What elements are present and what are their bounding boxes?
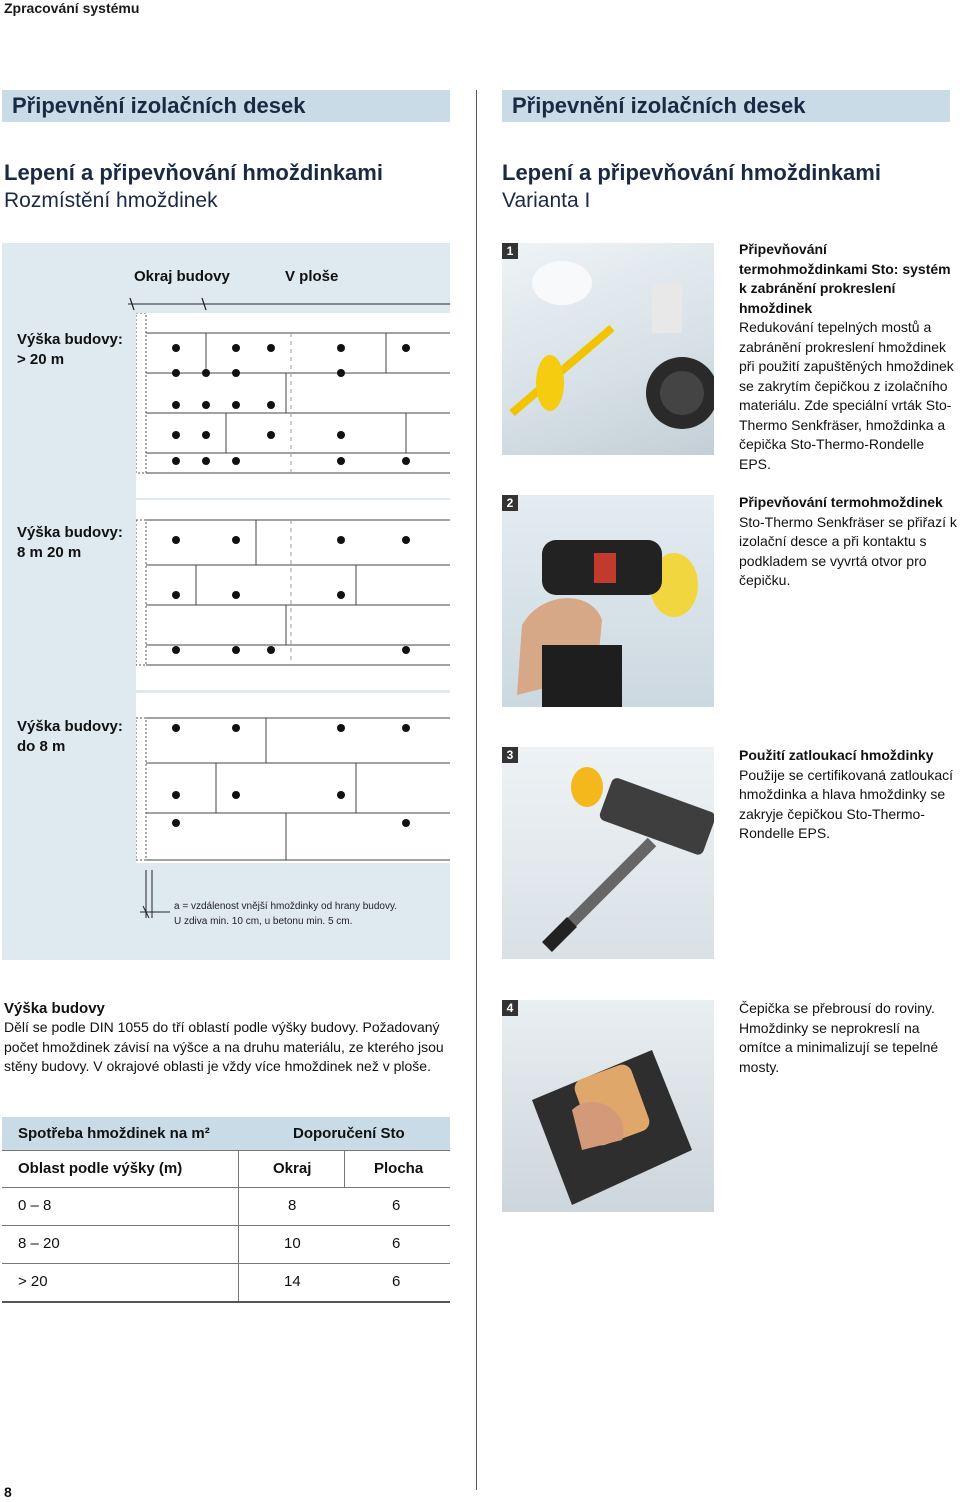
right-title: Lepení a připevňování hmoždinkami	[502, 160, 881, 185]
dowel-diagram-8-20m	[136, 500, 450, 690]
dowel-consumption-table: Spotřeba hmoždinek na m² Doporučení Sto …	[2, 1117, 450, 1303]
step4-text: Čepička se přebrousí do roviny. Hmoždink…	[739, 1000, 939, 1075]
table-row: 0 – 8 8 6	[2, 1188, 450, 1226]
dowel-diagram-over-20m	[136, 313, 450, 498]
row1-label-line2: > 20 m	[17, 351, 65, 368]
running-head: Zpracování systému	[4, 0, 140, 16]
table-cell-area: 6	[392, 1235, 401, 1252]
row1-label-line1: Výška budovy:	[17, 331, 123, 348]
step1-photo	[502, 243, 714, 455]
step1-caption: Připevňování termohmoždinkami Sto: systé…	[739, 240, 957, 474]
step4-photo	[502, 1000, 714, 1212]
step2-caption: Připevňování termohmoždinek Sto-Thermo S…	[739, 493, 957, 591]
table-cell-zone: 0 – 8	[18, 1197, 52, 1214]
col-edge-header: Okraj budovy	[134, 268, 230, 285]
distance-note-line1: a = vzdálenost vnější hmoždinky od hrany…	[174, 901, 397, 912]
step3-title: Použití zatloukací hmoždinky	[739, 747, 934, 763]
row3-label-line2: do 8 m	[17, 738, 66, 755]
table-cell-edge: 14	[284, 1273, 301, 1290]
edge-dimension-line	[128, 297, 450, 311]
table-header-recommendation: Doporučení Sto	[293, 1125, 405, 1142]
row2-label-line1: Výška budovy:	[17, 524, 123, 541]
step2-text: Sto-Thermo Senkfräser se přiřazí k izola…	[739, 513, 957, 589]
table-cell-area: 6	[392, 1273, 401, 1290]
table-col-edge: Okraj	[273, 1160, 312, 1177]
row3-label-line1: Výška budovy:	[17, 718, 123, 735]
right-subtitle: Varianta I	[502, 189, 591, 212]
step2-title: Připevňování termohmoždinek	[739, 494, 943, 510]
left-banner: Připevnění izolačních desek	[2, 90, 450, 122]
step1-title: Připevňování termohmoždinkami Sto: systé…	[739, 241, 951, 316]
step1-number: 1	[502, 243, 518, 259]
table-col-zone: Oblast podle výšky (m)	[18, 1160, 183, 1177]
distance-note-line2: U zdiva min. 10 cm, u betonu min. 5 cm.	[174, 916, 353, 927]
left-subtitle: Rozmístění hmoždinek	[4, 189, 218, 212]
left-title: Lepení a připevňování hmoždinkami	[4, 160, 383, 185]
table-col-area: Plocha	[374, 1160, 424, 1177]
table-cell-edge: 10	[284, 1235, 301, 1252]
step1-text: Redukování tepelných mostů a zabránění p…	[739, 319, 954, 472]
distance-a-marker	[140, 870, 170, 919]
table-row: > 20 14 6	[2, 1264, 450, 1303]
step3-caption: Použití zatloukací hmoždinky Použije se …	[739, 746, 957, 844]
table-cell-zone: 8 – 20	[18, 1235, 60, 1252]
right-banner: Připevnění izolačních desek	[502, 90, 950, 122]
table-subheader-row: Oblast podle výšky (m) Okraj Plocha	[2, 1150, 450, 1188]
step2-number: 2	[502, 495, 518, 511]
step3-photo	[502, 747, 714, 959]
table-header-consumption: Spotřeba hmoždinek na m²	[18, 1125, 210, 1142]
step2-photo	[502, 495, 714, 707]
table-cell-zone: > 20	[18, 1273, 48, 1290]
height-text: Dělí se podle DIN 1055 do tří oblastí po…	[4, 1019, 444, 1074]
step4-caption: Čepička se přebrousí do roviny. Hmoždink…	[739, 999, 957, 1077]
step3-number: 3	[502, 747, 518, 763]
table-cell-edge: 8	[288, 1197, 297, 1214]
column-divider	[476, 90, 477, 1490]
table-header-row: Spotřeba hmoždinek na m² Doporučení Sto	[2, 1117, 450, 1151]
table-cell-area: 6	[392, 1197, 401, 1214]
table-row: 8 – 20 10 6	[2, 1226, 450, 1264]
height-heading: Výška budovy	[4, 1000, 105, 1017]
row2-label-line2: 8 m 20 m	[17, 544, 82, 561]
step4-number: 4	[502, 1000, 518, 1016]
dowel-diagram-up-to-8m	[136, 693, 450, 863]
page-number: 8	[4, 1484, 12, 1500]
step3-text: Použije se certifikovaná zatloukací hmož…	[739, 766, 953, 842]
col-area-header: V ploše	[285, 268, 339, 285]
